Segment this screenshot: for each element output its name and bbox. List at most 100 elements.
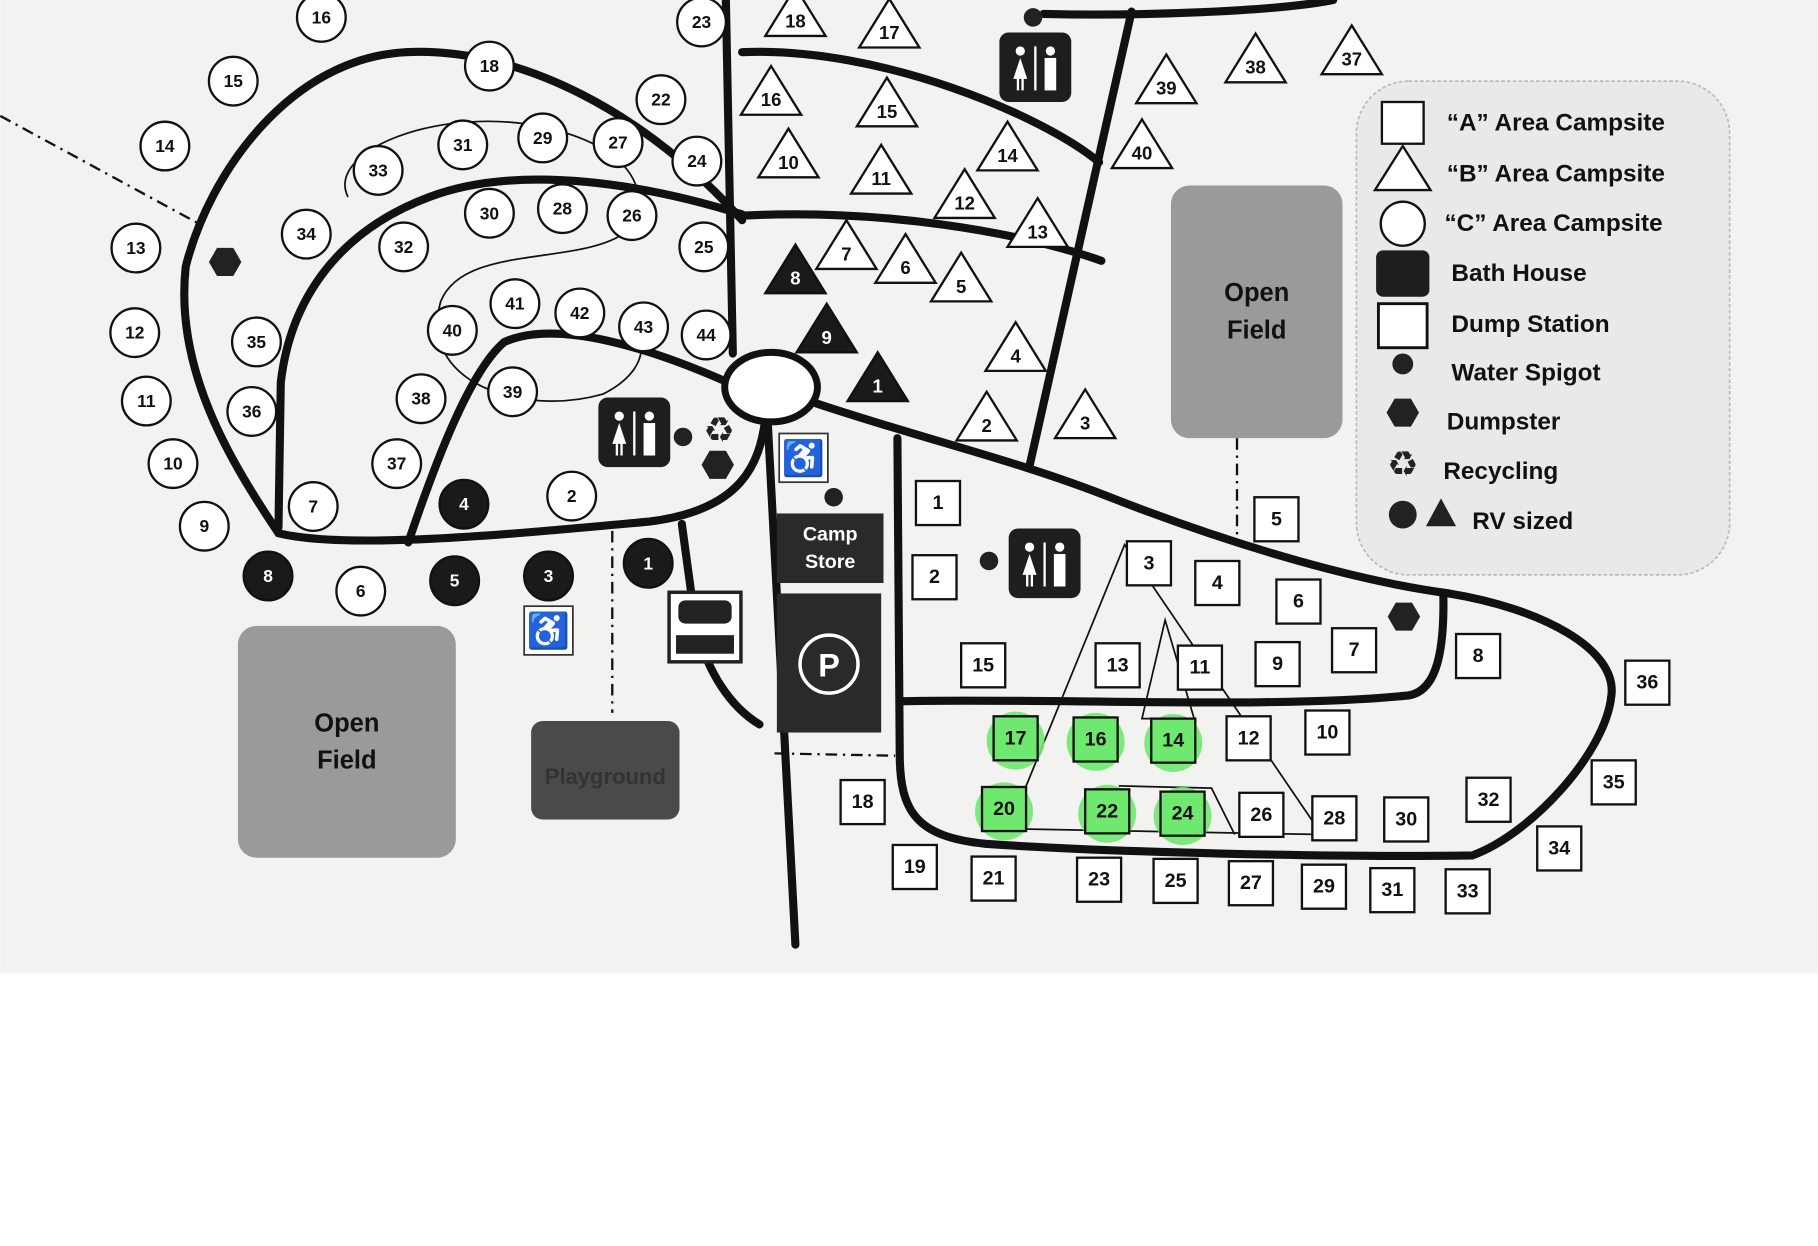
- b-site-14[interactable]: 14: [975, 119, 1040, 172]
- c-site-35[interactable]: 35: [230, 316, 282, 368]
- c-site-36[interactable]: 36: [226, 385, 278, 437]
- a-site-9[interactable]: 9: [1254, 640, 1301, 688]
- a-site-8[interactable]: 8: [1454, 632, 1502, 680]
- b-site-18[interactable]: 18: [763, 0, 828, 38]
- c-site-31[interactable]: 31: [437, 119, 489, 171]
- c-site-28[interactable]: 28: [536, 183, 588, 235]
- c-site-10[interactable]: 10: [147, 438, 199, 490]
- c-site-38[interactable]: 38: [395, 373, 447, 425]
- c-site-6[interactable]: 6: [335, 565, 387, 617]
- b-rv-site-1[interactable]: 1: [845, 350, 910, 403]
- a-site-29[interactable]: 29: [1300, 863, 1348, 910]
- a-site-21[interactable]: 21: [970, 855, 1017, 902]
- c-site-29[interactable]: 29: [517, 112, 569, 164]
- a-site-30[interactable]: 30: [1383, 796, 1430, 843]
- b-site-16[interactable]: 16: [738, 63, 804, 116]
- a-site-28[interactable]: 28: [1311, 795, 1358, 842]
- c-site-40[interactable]: 40: [426, 304, 478, 356]
- a-site-27[interactable]: 27: [1227, 860, 1275, 907]
- c-site-16[interactable]: 16: [295, 0, 347, 43]
- a-site-14[interactable]: 14: [1144, 713, 1203, 772]
- c-rv-site-8[interactable]: 8: [242, 550, 294, 602]
- c-site-9[interactable]: 9: [178, 500, 230, 552]
- b-site-38[interactable]: 38: [1223, 31, 1288, 84]
- a-site-32[interactable]: 32: [1465, 776, 1512, 823]
- b-site-40[interactable]: 40: [1109, 117, 1175, 170]
- a-site-24[interactable]: 24: [1153, 787, 1212, 845]
- c-site-14[interactable]: 14: [139, 120, 191, 172]
- a-site-23[interactable]: 23: [1075, 856, 1123, 903]
- a-site-17[interactable]: 17: [986, 711, 1045, 770]
- b-site-13[interactable]: 13: [1005, 195, 1070, 249]
- c-site-12[interactable]: 12: [109, 307, 161, 359]
- b-site-37[interactable]: 37: [1319, 23, 1384, 76]
- c-site-41[interactable]: 41: [489, 278, 541, 330]
- c-site-2[interactable]: 2: [546, 470, 598, 522]
- a-site-13[interactable]: 13: [1094, 642, 1141, 689]
- a-site-31[interactable]: 31: [1369, 866, 1416, 914]
- a-site-7[interactable]: 7: [1330, 627, 1378, 674]
- a-site-34[interactable]: 34: [1536, 825, 1583, 872]
- c-site-13[interactable]: 13: [110, 222, 162, 274]
- c-site-42[interactable]: 42: [554, 287, 606, 339]
- c-site-37[interactable]: 37: [371, 438, 423, 490]
- c-site-7[interactable]: 7: [287, 481, 339, 533]
- c-site-18[interactable]: 18: [463, 40, 515, 92]
- c-site-33[interactable]: 33: [352, 144, 404, 196]
- b-site-5[interactable]: 5: [928, 250, 994, 303]
- c-site-44[interactable]: 44: [680, 309, 732, 361]
- site-number: 1: [873, 375, 883, 396]
- c-site-11[interactable]: 11: [120, 375, 172, 427]
- a-site-2[interactable]: 2: [911, 554, 958, 601]
- b-rv-site-8[interactable]: 8: [763, 242, 828, 295]
- a-site-5[interactable]: 5: [1253, 496, 1300, 543]
- a-site-3[interactable]: 3: [1125, 540, 1173, 587]
- c-site-39[interactable]: 39: [487, 366, 539, 418]
- a-site-1[interactable]: 1: [914, 479, 962, 527]
- c-rv-site-4[interactable]: 4: [438, 478, 490, 530]
- b-site-15[interactable]: 15: [854, 75, 920, 128]
- c-site-15[interactable]: 15: [207, 55, 259, 107]
- c-site-26[interactable]: 26: [606, 190, 658, 242]
- c-site-43[interactable]: 43: [618, 301, 670, 353]
- c-site-32[interactable]: 32: [378, 221, 430, 273]
- b-site-10[interactable]: 10: [756, 126, 821, 179]
- c-rv-site-3[interactable]: 3: [523, 550, 575, 602]
- a-site-6[interactable]: 6: [1275, 578, 1322, 625]
- c-rv-site-5[interactable]: 5: [429, 555, 481, 607]
- c-site-27[interactable]: 27: [592, 117, 644, 169]
- a-site-16[interactable]: 16: [1066, 712, 1125, 771]
- b-site-2[interactable]: 2: [954, 389, 1019, 442]
- c-rv-site-1[interactable]: 1: [622, 537, 674, 589]
- b-site-17[interactable]: 17: [857, 0, 922, 49]
- a-site-19[interactable]: 19: [891, 843, 938, 891]
- a-site-15[interactable]: 15: [959, 642, 1007, 689]
- b-site-11[interactable]: 11: [848, 142, 914, 195]
- a-site-18[interactable]: 18: [839, 778, 886, 826]
- c-site-25[interactable]: 25: [678, 221, 730, 273]
- a-site-10[interactable]: 10: [1304, 709, 1351, 756]
- a-site-35[interactable]: 35: [1590, 759, 1637, 806]
- a-site-25[interactable]: 25: [1152, 857, 1199, 905]
- a-site-20[interactable]: 20: [975, 782, 1034, 841]
- a-site-22[interactable]: 22: [1078, 784, 1137, 843]
- c-site-22[interactable]: 22: [635, 74, 687, 126]
- b-site-6[interactable]: 6: [873, 231, 938, 284]
- c-site-24[interactable]: 24: [671, 135, 723, 187]
- a-site-26[interactable]: 26: [1238, 791, 1285, 839]
- c-site-34[interactable]: 34: [280, 208, 332, 260]
- b-rv-site-9[interactable]: 9: [794, 301, 859, 354]
- c-site-23[interactable]: 23: [676, 0, 728, 48]
- b-site-39[interactable]: 39: [1134, 52, 1199, 105]
- a-site-4[interactable]: 4: [1194, 559, 1241, 607]
- b-site-3[interactable]: 3: [1052, 387, 1118, 440]
- c-site-30[interactable]: 30: [463, 187, 515, 239]
- a-site-33[interactable]: 33: [1444, 868, 1491, 915]
- a-site-11[interactable]: 11: [1176, 644, 1224, 691]
- a-site-36[interactable]: 36: [1624, 659, 1671, 706]
- b-site-7[interactable]: 7: [814, 218, 879, 271]
- b-site-4[interactable]: 4: [983, 320, 1048, 373]
- b-site-12[interactable]: 12: [932, 167, 997, 220]
- a-site-12[interactable]: 12: [1225, 715, 1272, 762]
